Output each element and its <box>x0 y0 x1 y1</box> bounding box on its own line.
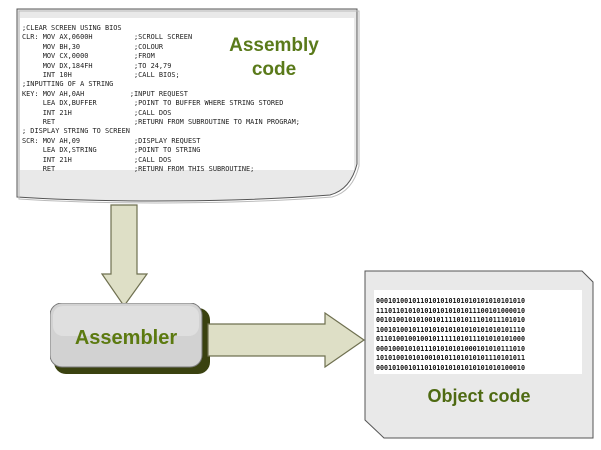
arrow-down-to-assembler <box>101 204 149 308</box>
assembly-document-shape <box>16 8 360 204</box>
assembler-box-shape <box>50 303 210 374</box>
binary-line: 0001000101011101010101000101010111010 <box>376 344 525 353</box>
assembler-box: Assembler <box>50 303 210 375</box>
code-line: RET ;RETURN FROM THIS SUBROUTINE; <box>22 165 255 174</box>
code-line: MOV DX,184FH ;TO 24,79 <box>22 61 172 70</box>
binary-line: 1110110101010101010101011100101000010 <box>376 306 525 315</box>
binary-line: 0110100100100101111101011101010101000 <box>376 335 525 343</box>
binary-line: 0001010010110101010101010101010101010 <box>376 297 525 305</box>
code-line: KEY: MOV AH,0AH ;INPUT REQUEST <box>22 89 188 98</box>
code-line: RET ;RETURN FROM SUBROUTINE TO MAIN PROG… <box>22 118 300 127</box>
code-area <box>20 18 354 170</box>
code-line: INT 10H ;CALL BIOS; <box>22 71 180 80</box>
object-document-shape <box>364 270 594 439</box>
object-code-title: Object code <box>427 386 531 406</box>
binary-line: 0010100101010010111101011101011101010 <box>376 316 525 324</box>
code-line: INT 21H ;CALL DOS <box>22 108 172 117</box>
code-line: ;CLEAR SCREEN USING BIOS <box>22 24 122 32</box>
assembly-title-line-1: Assembly <box>229 35 319 56</box>
binary-line: 0001010010110101010101010101010100010 <box>376 363 525 372</box>
code-line: SCR: MOV AH,09 ;DISPLAY REQUEST <box>22 136 201 145</box>
binary-area <box>374 290 582 374</box>
code-line: ;INPUTTING OF A STRING <box>22 80 114 89</box>
binary-line: 1010100101010010101101010101110101011 <box>376 354 525 362</box>
binary-line: 1001010010110101010101010101010101110 <box>376 325 525 334</box>
code-line: MOV BH,30 ;COLOUR <box>22 42 164 51</box>
assembler-label: Assembler <box>74 327 178 349</box>
code-line: INT 21H ;CALL DOS <box>22 155 172 164</box>
code-line: ; DISPLAY STRING TO SCREEN <box>22 127 130 136</box>
code-line: CLR: MOV AX,0600H ;SCROLL SCREEN <box>22 33 193 42</box>
code-line: LEA DX,BUFFER ;POINT TO BUFFER WHERE STR… <box>22 99 284 108</box>
assembly-title-line-2: code <box>251 59 297 80</box>
arrow-right-to-object-code <box>207 312 366 368</box>
assembly-code-title: Assembly code <box>212 34 336 82</box>
code-line: LEA DX,STRING ;POINT TO STRING <box>22 146 201 155</box>
code-line: MOV CX,0000 ;FROM <box>22 52 155 61</box>
